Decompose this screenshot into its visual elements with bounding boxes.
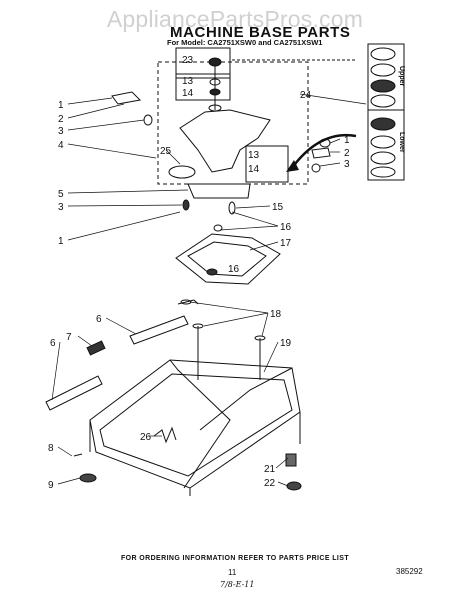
upper-bearing-rings	[370, 47, 396, 108]
callout-label: 19	[280, 338, 292, 349]
callout-label: 17	[280, 238, 292, 249]
document-number: 385292	[396, 567, 423, 576]
callout-label: 14	[248, 164, 260, 175]
part-23-box	[175, 47, 231, 79]
callout-label: 1	[58, 100, 64, 111]
callout-label: 22	[264, 478, 276, 489]
inset-lower-label: Lower	[398, 132, 405, 153]
part-13-14-box-right	[245, 145, 289, 183]
gear-case-assembly	[179, 57, 271, 173]
watermark: AppliancePartsPros.com	[106, 6, 364, 32]
callout-label: 21	[264, 464, 276, 475]
callout-label: 18	[270, 309, 282, 320]
callout-label: 26	[140, 432, 152, 443]
bearing-inset-panel	[367, 43, 405, 181]
diagram-title: MACHINE BASE PARTS	[170, 24, 351, 41]
callout-label: 8	[48, 443, 54, 454]
inset-upper-label: Upper	[398, 66, 405, 87]
base-frame	[89, 359, 301, 496]
mounting-bracket	[187, 183, 251, 199]
callout-label: 15	[272, 202, 284, 213]
callout-label: 16	[228, 264, 240, 275]
callout-label: 5	[58, 189, 64, 200]
callout-label: 9	[48, 480, 54, 491]
drive-belt-ring	[168, 165, 196, 179]
part-13-14-box	[175, 73, 231, 101]
callout-label: 23	[182, 55, 194, 66]
spring-part	[86, 340, 106, 356]
pointer-arrow-lower	[290, 133, 357, 169]
callout-label: 2	[58, 114, 64, 125]
foot-left	[79, 473, 97, 483]
callout-labels: 1 2 3 4 5 3 1 6 7 6 8 9 23 13 14 24 25 1…	[48, 55, 350, 491]
side-rail-upper	[129, 315, 189, 345]
callout-label: 3	[58, 126, 64, 137]
callout-label: 7	[66, 332, 72, 343]
callout-label: 24	[300, 90, 312, 101]
callout-label: 6	[50, 338, 56, 349]
spring-26	[153, 426, 177, 444]
callout-label: 14	[182, 88, 194, 99]
foot-right	[286, 481, 302, 491]
callout-label: 6	[96, 314, 102, 325]
callout-label: 25	[160, 146, 172, 157]
leader-lines	[51, 93, 367, 487]
callout-label: 3	[344, 159, 350, 170]
callout-label: 3	[58, 202, 64, 213]
lower-bearing-rings	[370, 117, 396, 178]
pulley-frame	[175, 233, 281, 285]
callout-label: 2	[344, 148, 350, 159]
diagram-subtitle: For Model: CA2751XSW0 and CA2751XSW1	[167, 38, 323, 47]
clip-part-1-2	[111, 91, 142, 105]
page-number: 11	[228, 568, 237, 577]
callout-label: 1	[344, 135, 350, 146]
callout-label: 4	[58, 140, 64, 151]
callout-label: 16	[280, 222, 292, 233]
handwritten-note: 7/8-E-11	[220, 580, 255, 589]
ordering-info-footer: FOR ORDERING INFORMATION REFER TO PARTS …	[120, 555, 350, 562]
callout-label: 1	[58, 236, 64, 247]
leveling-leg-right	[285, 453, 297, 467]
callout-label: 13	[248, 150, 260, 161]
callout-label: 13	[182, 76, 194, 87]
side-rail-lower	[45, 375, 103, 411]
